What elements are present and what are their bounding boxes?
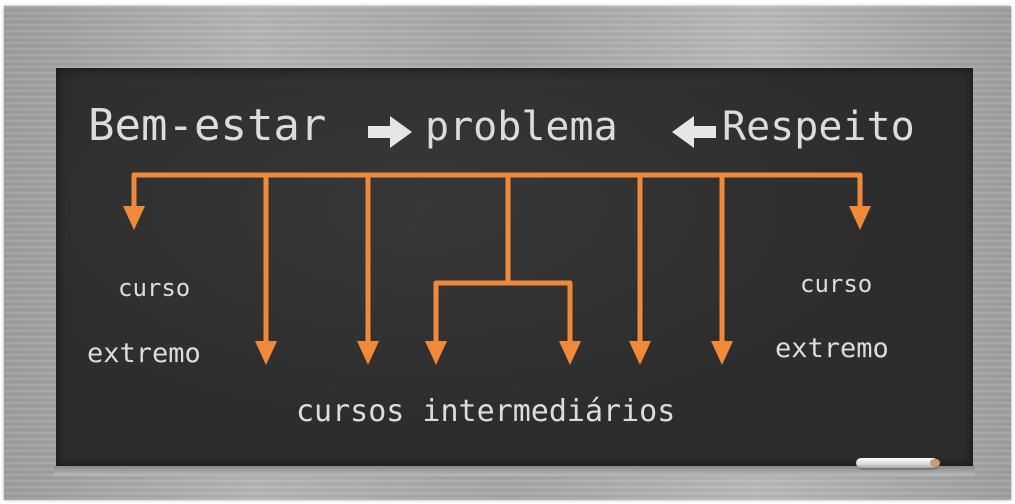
right-arrow-icon: [368, 116, 412, 148]
chalk-stick: [856, 458, 940, 468]
arrow-tree: [131, 172, 863, 348]
arrowhead-icon: [559, 341, 581, 365]
chalkboard: [56, 68, 973, 466]
arrowheads: [123, 206, 871, 365]
title-center-word: problema: [425, 104, 618, 150]
title-left-word: Bem-estar: [88, 100, 326, 151]
arrowhead-icon: [711, 341, 733, 365]
right-label-line2: extremo: [775, 333, 889, 364]
arrowhead-icon: [255, 341, 277, 365]
arrowhead-icon: [629, 341, 651, 365]
arrowhead-icon: [425, 341, 447, 365]
bottom-label: cursos intermediários: [296, 394, 675, 429]
left-label-line2: extremo: [87, 338, 201, 369]
title-right-word: Respeito: [722, 104, 915, 150]
arrowhead-icon: [849, 206, 871, 230]
right-label-line1: curso: [800, 270, 872, 298]
left-label-line1: curso: [118, 274, 190, 302]
arrowhead-icon: [357, 341, 379, 365]
left-arrow-icon: [672, 116, 716, 148]
chalk-tray: [54, 466, 975, 476]
arrowhead-icon: [123, 206, 145, 230]
